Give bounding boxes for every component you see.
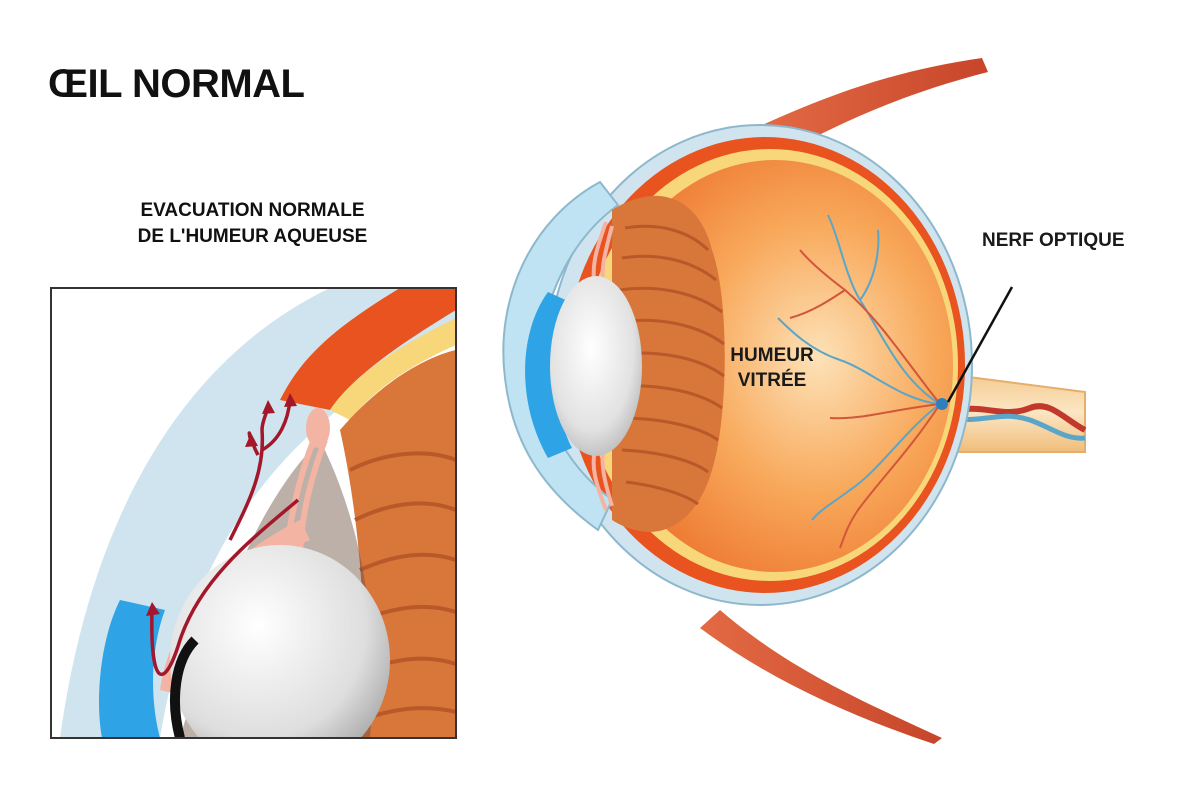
inset-caption: EVACUATION NORMALE DE L'HUMEUR AQUEUSE: [100, 198, 405, 250]
label-nerf-optique: NERF OPTIQUE: [982, 230, 1125, 251]
inset-caption-line-1: EVACUATION NORMALE: [140, 200, 365, 221]
optic-disc: [936, 398, 948, 410]
superior-muscle: [760, 58, 988, 150]
label-humeur-vitree-line-1: HUMEUR: [730, 345, 814, 366]
inset-drainage: [51, 288, 456, 738]
inferior-muscle: [700, 610, 942, 744]
retinal-vessels: [777, 214, 941, 549]
inset-caption-line-2: DE L'HUMEUR AQUEUSE: [137, 226, 368, 247]
inset-frame: [50, 287, 457, 739]
lens: [550, 276, 642, 456]
nerf-optique-pointer: [946, 286, 1014, 403]
page-title: ŒIL NORMAL: [48, 62, 305, 106]
ciliary-body: [612, 195, 725, 532]
label-humeur-vitree: HUMEUR VITRÉE: [712, 343, 832, 393]
label-humeur-vitree-line-2: VITRÉE: [737, 370, 807, 391]
